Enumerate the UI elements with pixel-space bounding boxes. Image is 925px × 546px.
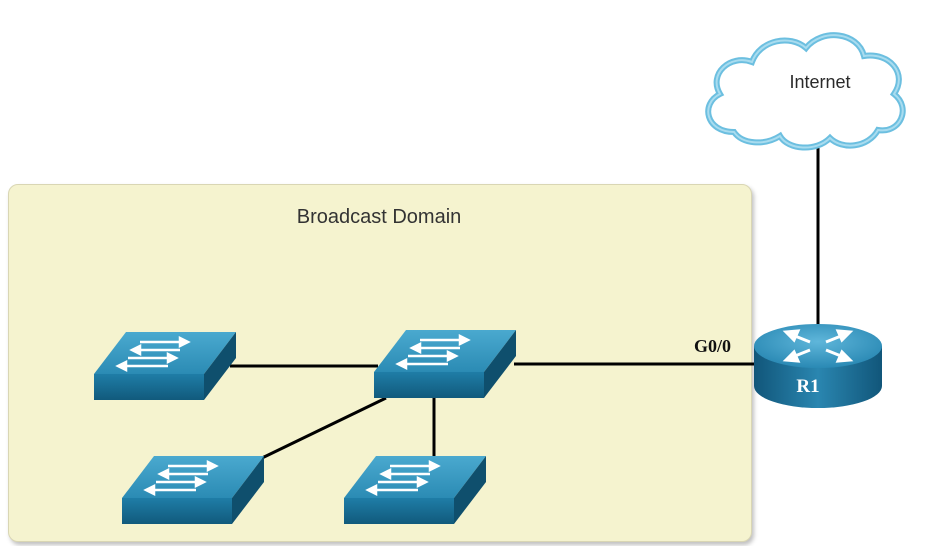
router-port-label: G0/0 bbox=[694, 336, 732, 356]
switch-icon[interactable] bbox=[372, 328, 518, 400]
switch-icon[interactable] bbox=[92, 330, 238, 402]
internet-label: Internet bbox=[789, 72, 851, 92]
switch-icon[interactable] bbox=[120, 454, 266, 526]
router-icon[interactable] bbox=[754, 324, 882, 408]
router-label: R1 bbox=[796, 376, 820, 397]
link-center-to-bottom-left bbox=[261, 396, 387, 460]
broadcast-domain-title: Broadcast Domain bbox=[296, 206, 462, 228]
cloud-icon bbox=[705, 32, 906, 151]
switch-icon[interactable] bbox=[342, 454, 488, 526]
